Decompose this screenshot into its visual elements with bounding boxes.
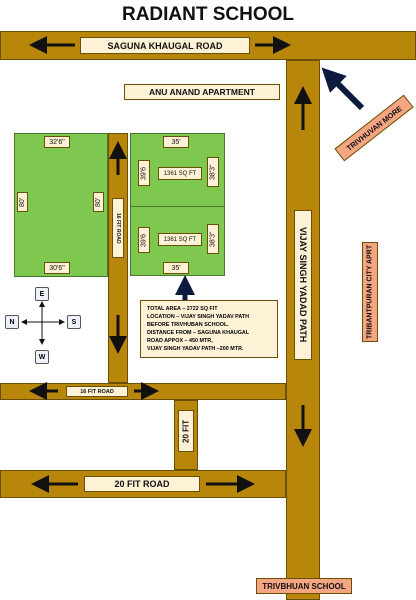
- upper-plot-area: 1361 SQ FT: [158, 167, 202, 180]
- compass-east: E: [35, 287, 49, 301]
- map-title: RADIANT SCHOOL: [121, 4, 295, 25]
- twenty-fit-vertical-label: 20 FIT: [178, 410, 194, 452]
- right-plot: [130, 133, 225, 276]
- plot-info-box: TOTAL AREA – 2722 SQ FIT LOCATION – VIJA…: [140, 300, 278, 358]
- compass-cross-icon: [21, 301, 65, 345]
- info-line: ROAD APPOX – 450 MTR,: [147, 338, 213, 344]
- sixteen-fit-road-vertical: [108, 133, 128, 383]
- tribantpuran-city-apartment-label: TRIBANTPURAN CITY APRT: [362, 242, 378, 342]
- compass-south: S: [67, 315, 81, 329]
- saguna-road-label: SAGUNA KHAUGAL ROAD: [80, 37, 250, 54]
- twenty-fit-road-label: 20 FIT ROAD: [84, 476, 200, 492]
- lower-plot-right-dimension: 38'3": [207, 224, 219, 254]
- left-plot-left-dimension: 80': [17, 192, 28, 212]
- info-line: LOCATION – VIJAY SINGH YADAV PATH: [147, 314, 250, 320]
- left-plot-bottom-dimension: 30'6": [44, 262, 70, 274]
- anu-anand-apartment-label: ANU ANAND APARTMENT: [124, 84, 280, 100]
- compass-west: W: [35, 350, 49, 364]
- sixteen-fit-road-horizontal: [0, 383, 286, 400]
- info-line: DISTANCE FROM – SAGUNA KHAUGAL: [147, 330, 250, 336]
- vijay-path-label: VIJAY SINGH YADAD PATH: [294, 210, 312, 360]
- sixteen-fit-road-vertical-label: 16 FIT ROAD: [112, 198, 124, 258]
- trivbhuan-school-label: TRIVBHUAN SCHOOL: [256, 578, 352, 594]
- upper-plot-left-dimension: 39'6: [138, 160, 150, 186]
- info-line: BEFORE TRIVHUBAN SCHOOL.: [147, 322, 229, 328]
- left-plot-top-dimension: 32'6": [44, 136, 70, 148]
- lower-plot-area: 1361 SQ FT: [158, 233, 202, 246]
- lower-plot-left-dimension: 39'6: [138, 227, 150, 253]
- compass-north: N: [5, 315, 19, 329]
- trivhuvan-more-label: TRIVHUVAN MORE: [334, 94, 414, 162]
- trivhuvan-more-arrow: [321, 67, 365, 111]
- info-line: TOTAL AREA – 2722 SQ FIT: [147, 306, 218, 312]
- upper-plot-right-dimension: 38'3": [207, 157, 219, 187]
- plot-divider-line: [130, 206, 225, 207]
- info-line: VIJAY SINGH YADAV PATH –200 MTR.: [147, 346, 244, 352]
- right-plot-bottom-dimension: 35': [163, 262, 189, 274]
- right-plot-top-dimension: 35': [163, 136, 189, 148]
- sixteen-fit-road-horizontal-label: 16 FIT ROAD: [66, 386, 128, 397]
- left-plot-right-dimension: 80': [93, 192, 104, 212]
- left-plot: [14, 133, 108, 277]
